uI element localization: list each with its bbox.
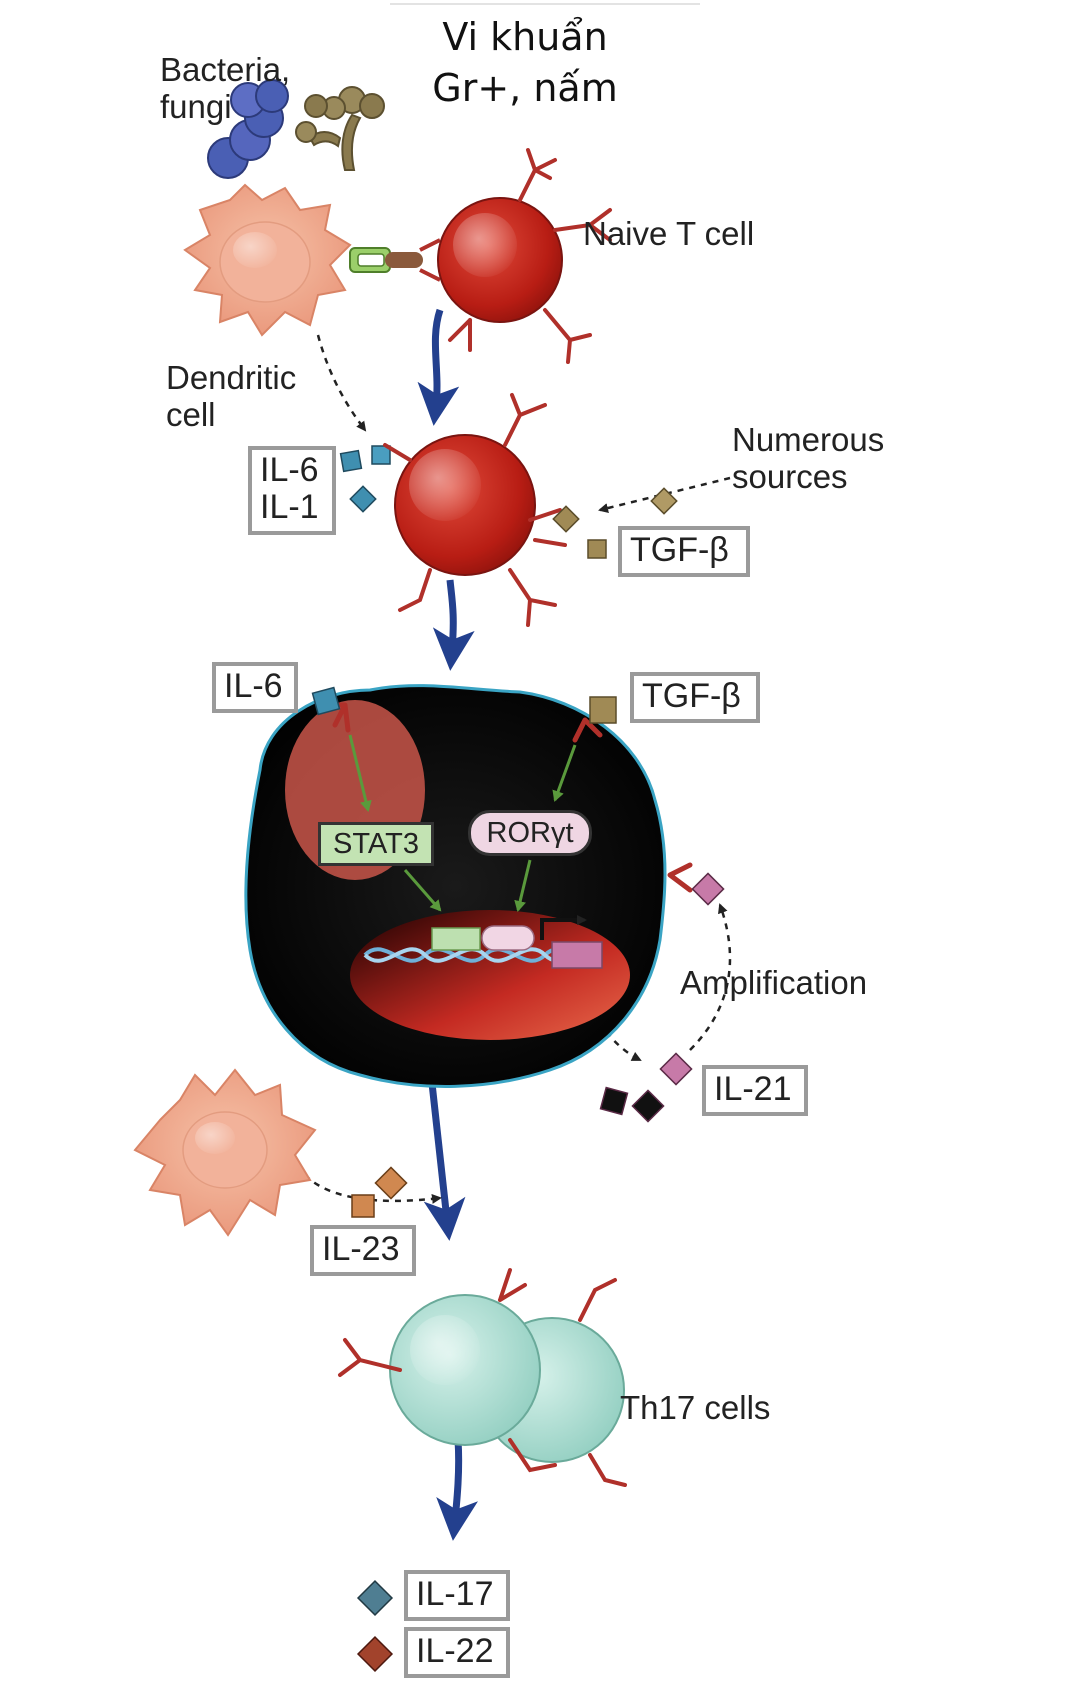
il17-diamond [356,1579,394,1617]
activated-t-cell-icon [383,393,567,627]
synapse-icon [349,238,441,282]
flow-arrow-2 [432,579,475,671]
il21-squares [599,872,725,1123]
stat3-label: STAT3 [318,822,434,866]
il23-box: IL-23 [310,1225,416,1277]
header-title: Vi khuẩn Gr+, nấm [380,12,670,115]
dashed-arrow-dc-il6 [316,334,367,432]
tgfb-box-top: TGF-β [618,526,750,578]
tgfb-box-mid: TGF-β [630,672,760,724]
flow-arrow-4 [436,1439,478,1541]
header-line-2: Gr+, nấm [432,66,618,111]
tgfb-squares [552,487,678,559]
il6-square-mid [311,686,341,716]
dashed-arrow-il21 [588,999,642,1062]
header-line-1: Vi khuẩn [442,15,608,59]
il6-il1-squares [339,445,391,513]
il22-diamond [356,1635,394,1673]
th17-cell-icon [338,1268,627,1487]
naive-t-cell-label: Naive T cell [583,215,755,252]
naive-t-cell-icon [437,148,612,364]
rorgt-label: RORγt [468,810,592,856]
il21-box: IL-21 [702,1065,808,1117]
il22-box: IL-22 [404,1627,510,1679]
th17-cells-label: Th17 cells [620,1389,771,1426]
dna-icon [363,915,603,969]
il23-squares [351,1166,408,1218]
amplification-label: Amplification [680,964,868,1001]
differentiating-t-cell [244,684,693,1088]
fungi-icon [295,86,385,171]
dendritic-cell-icon [183,183,352,337]
tgfb-square-mid [589,696,617,724]
bacteria-fungi-label: Bacteria, fungi [160,51,291,125]
il6-box-mid: IL-6 [212,662,298,714]
dendritic-cell-icon [133,1068,317,1237]
flow-arrow-3 [423,1064,466,1241]
il17-box: IL-17 [404,1570,510,1622]
dashed-arrow-amplification [689,903,732,1051]
flow-arrow-1 [417,308,460,426]
dendritic-cell-label: Dendritic cell [166,359,297,433]
dashed-arrow-sources-tgfb [598,476,731,513]
bacteria-cocci-icon [207,79,289,179]
il6-il1-box: IL-6 IL-1 [248,446,336,535]
numerous-sources-label: Numerous sources [732,421,885,495]
